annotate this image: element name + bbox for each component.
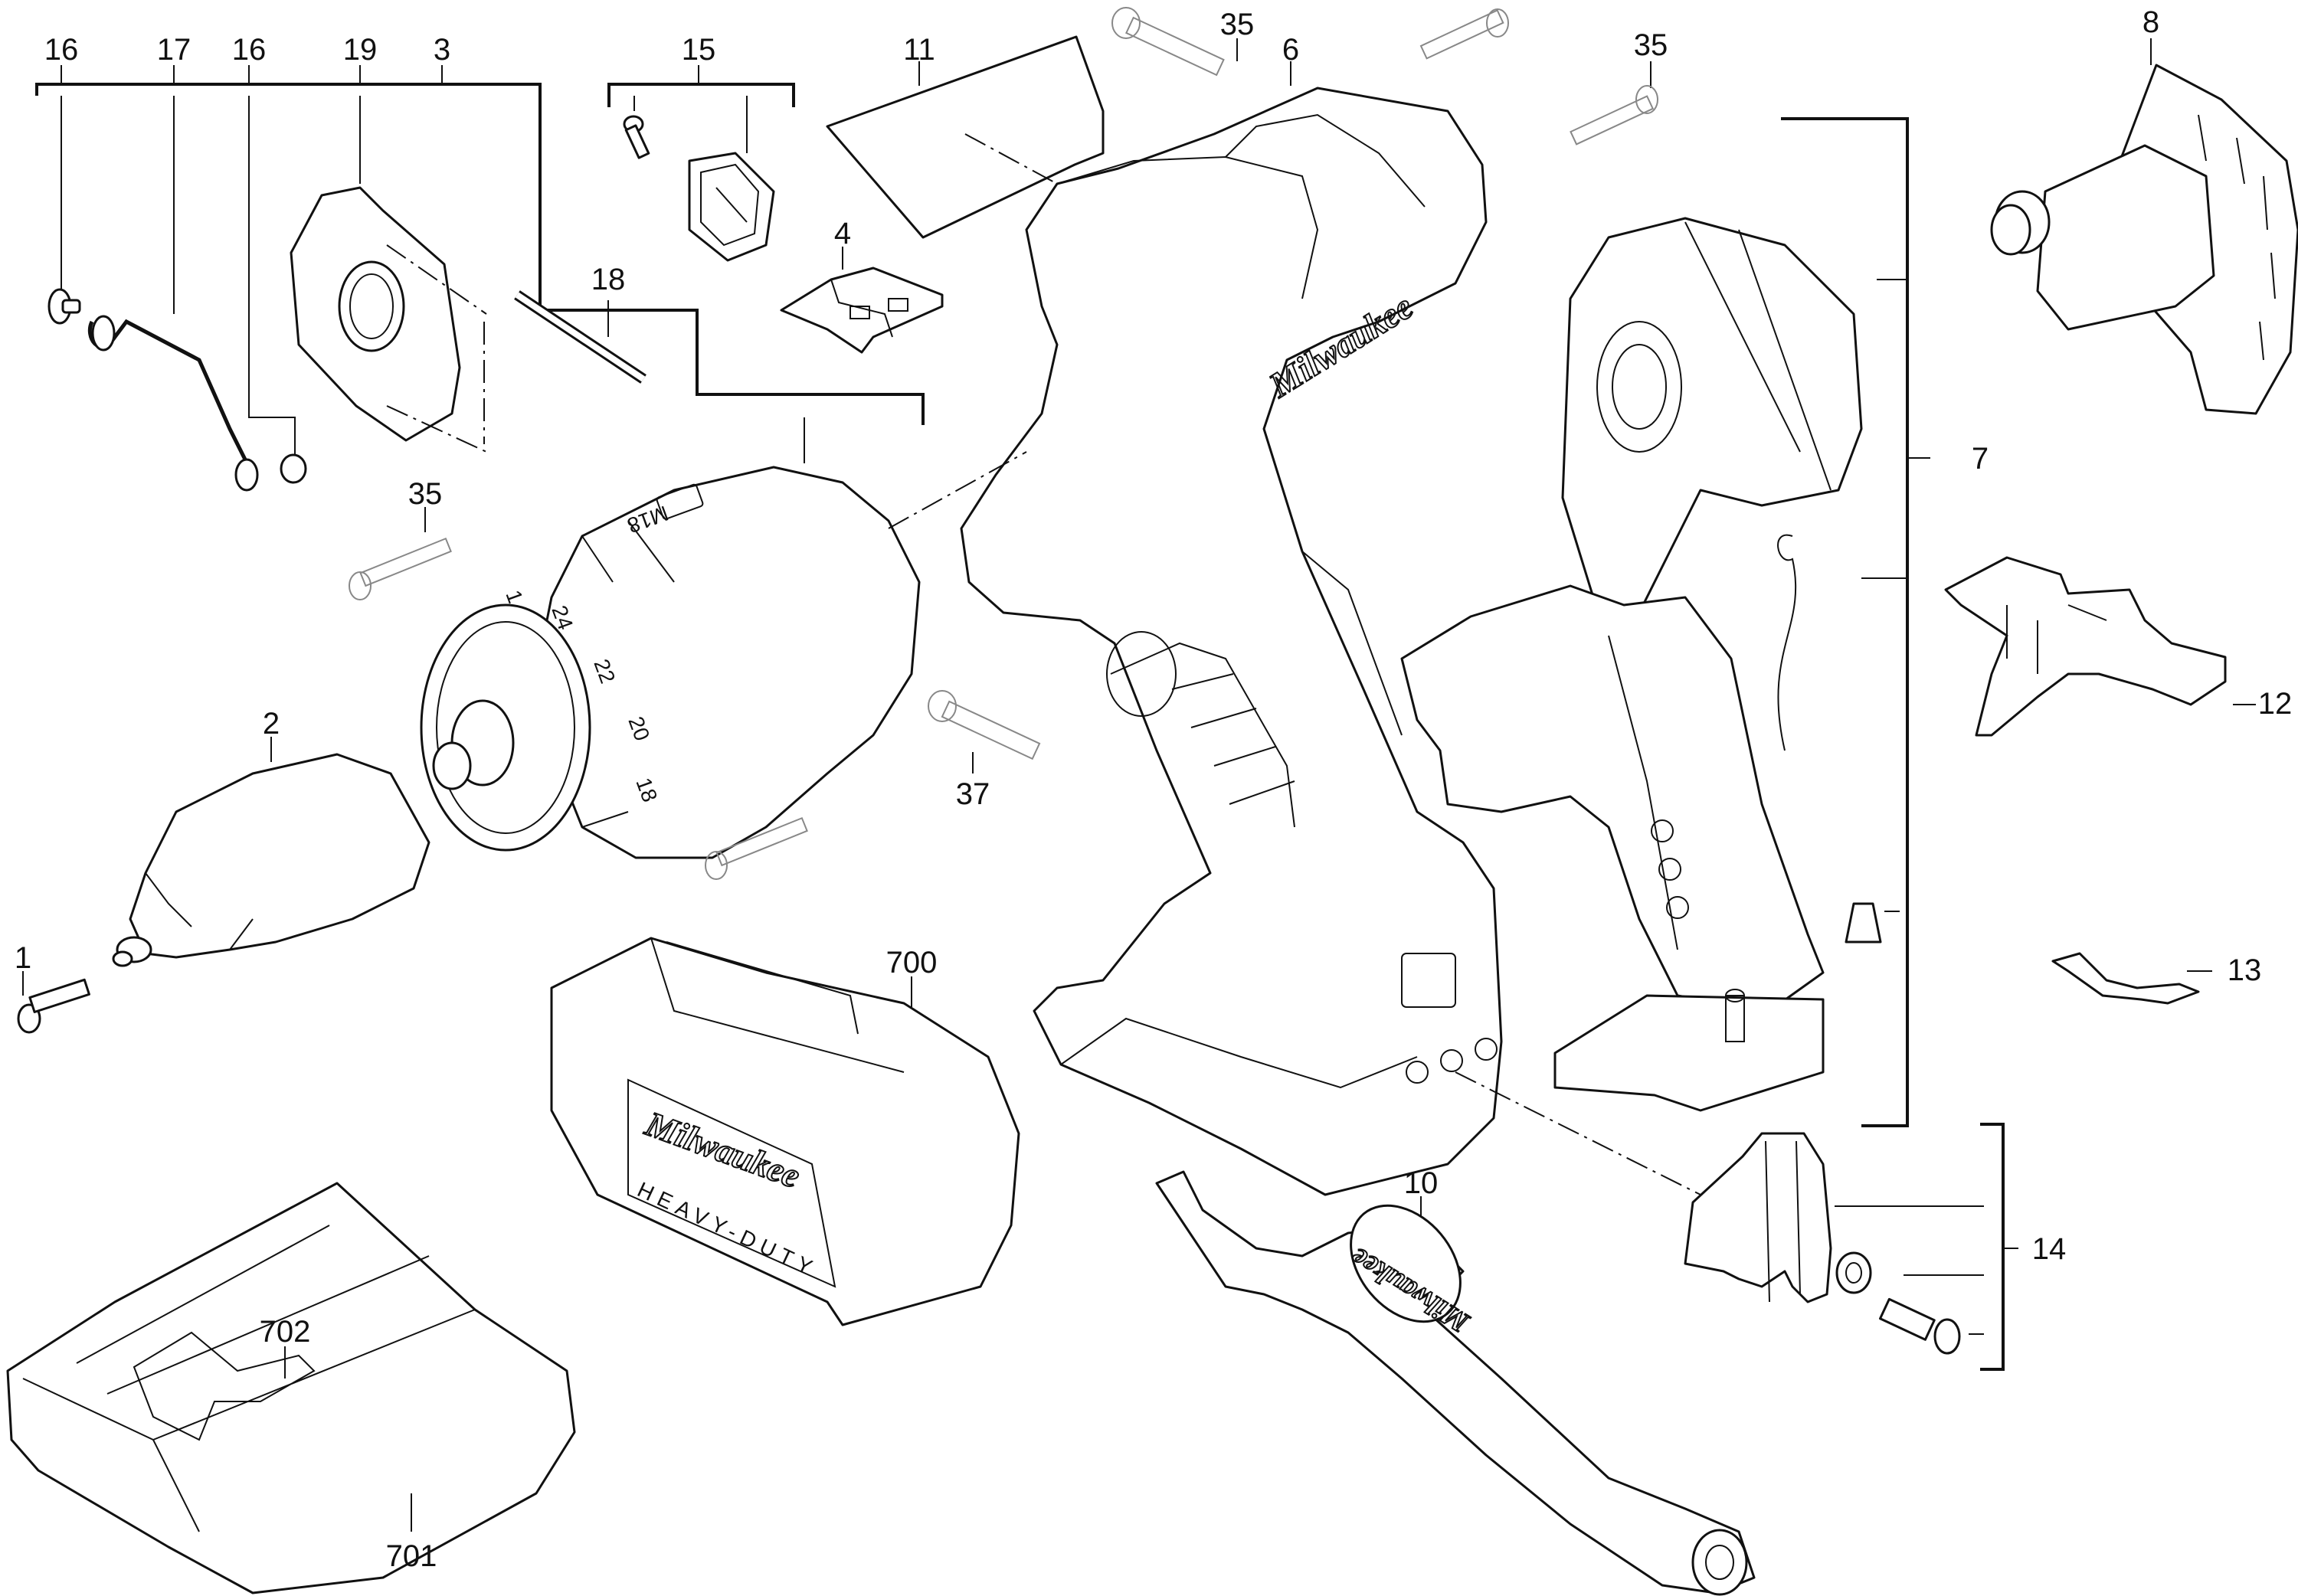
part-701-case[interactable] bbox=[6, 1182, 576, 1594]
part-3-gearbox[interactable]: M18 1 24 22 20 18 bbox=[420, 417, 1027, 859]
callout-7: 7 bbox=[1972, 442, 1989, 476]
part-4-speed-selector[interactable] bbox=[780, 247, 944, 354]
callout-16a: 16 bbox=[44, 33, 79, 67]
part-35-screw-right[interactable] bbox=[1570, 61, 1658, 146]
part-14-belt-clip-kit[interactable] bbox=[1455, 1071, 2018, 1371]
part-37-screw[interactable] bbox=[928, 690, 1041, 773]
part-12-slider[interactable] bbox=[1944, 556, 2256, 737]
part-6-housing[interactable]: Milwaukee bbox=[960, 61, 1503, 1196]
part-8-rotor[interactable] bbox=[1990, 38, 2298, 415]
callout-4: 4 bbox=[834, 217, 851, 250]
callout-35c: 35 bbox=[408, 477, 443, 511]
callout-35a: 35 bbox=[1220, 8, 1255, 41]
callout-35b: 35 bbox=[1634, 28, 1668, 62]
callout-700: 700 bbox=[886, 946, 938, 980]
callout-18: 18 bbox=[591, 263, 626, 296]
callout-37: 37 bbox=[956, 777, 990, 811]
part-2-chuck[interactable] bbox=[112, 737, 430, 967]
part-1-screw[interactable] bbox=[17, 971, 90, 1034]
callout-1: 1 bbox=[15, 941, 31, 975]
clutch-setting-1: 1 bbox=[501, 587, 527, 606]
callout-16b: 16 bbox=[232, 33, 267, 67]
part-7-stator-assembly[interactable] bbox=[1400, 117, 1930, 1127]
callout-13: 13 bbox=[2228, 953, 2262, 987]
part-35-screw-top-right[interactable] bbox=[1419, 8, 1509, 60]
callout-3: 3 bbox=[434, 33, 450, 67]
callout-17: 17 bbox=[157, 33, 192, 67]
callout-12: 12 bbox=[2258, 687, 2293, 721]
callout-19: 19 bbox=[343, 33, 378, 67]
callout-11: 11 bbox=[903, 33, 935, 67]
part-700-case[interactable]: Milwaukee HEAVY-DUTY bbox=[550, 937, 1020, 1326]
part-18-pin[interactable] bbox=[514, 290, 647, 384]
bracket-group-3 bbox=[35, 65, 925, 425]
part-35-screw-lower[interactable] bbox=[705, 816, 808, 880]
part-13-spring[interactable] bbox=[2051, 952, 2212, 1005]
part-16-washer-left[interactable] bbox=[47, 96, 81, 325]
part-19-end-plate[interactable] bbox=[290, 96, 487, 453]
part-17-spring-clip[interactable] bbox=[87, 96, 259, 492]
callout-8: 8 bbox=[2143, 5, 2159, 39]
part-35-screw-left[interactable] bbox=[349, 507, 452, 600]
callout-702: 702 bbox=[260, 1315, 311, 1349]
callout-2: 2 bbox=[263, 707, 280, 741]
part-10-side-handle[interactable]: Milwaukee bbox=[1155, 1170, 1756, 1596]
callout-6: 6 bbox=[1282, 33, 1299, 67]
part-11-nameplate[interactable] bbox=[826, 35, 1105, 239]
part-702-insert[interactable] bbox=[133, 1331, 316, 1441]
part-15-led-kit[interactable] bbox=[607, 65, 795, 262]
callout-14: 14 bbox=[2032, 1232, 2067, 1266]
part-16-washer-right[interactable] bbox=[248, 96, 307, 484]
callout-15: 15 bbox=[682, 33, 716, 67]
part-35-screw-top[interactable] bbox=[1111, 7, 1238, 77]
callout-10: 10 bbox=[1404, 1166, 1439, 1200]
callout-701: 701 bbox=[386, 1539, 437, 1573]
callout-labels: 16 17 16 19 3 15 11 35 6 35 8 18 4 35 7 … bbox=[15, 5, 2292, 1573]
